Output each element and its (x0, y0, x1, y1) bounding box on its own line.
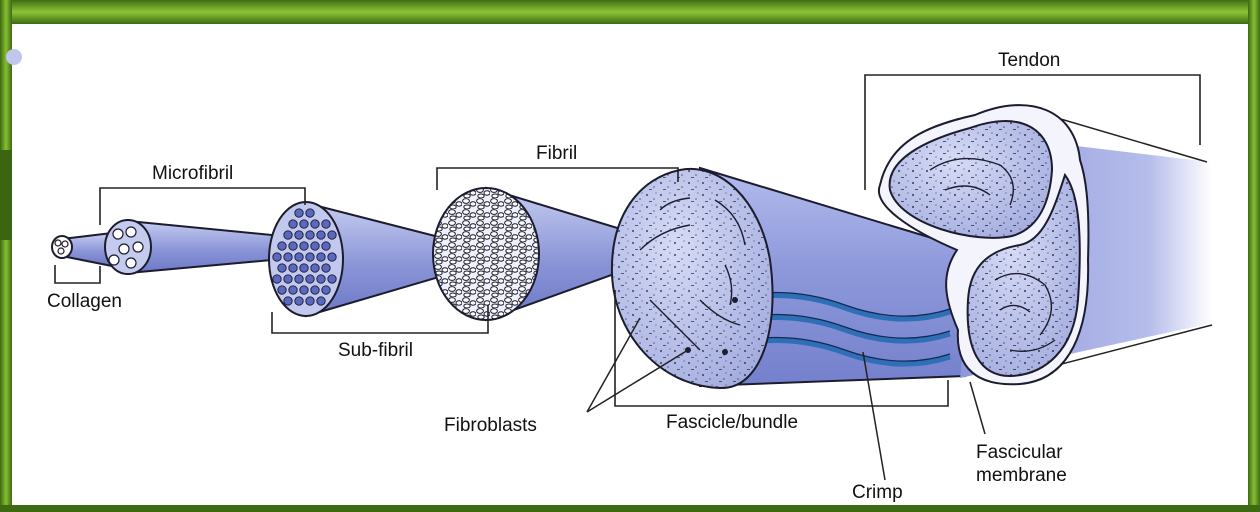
sub-fibril-dot (295, 231, 303, 239)
label-crimp: Crimp (852, 482, 903, 503)
sub-fibril-dot (317, 275, 325, 283)
label-fascicular-line-2: membrane (976, 465, 1067, 486)
sub-fibril-dot (322, 220, 330, 228)
collagen-molecule (52, 233, 112, 266)
label-fibroblasts: Fibroblasts (444, 415, 537, 436)
sub-fibril-dot (284, 297, 292, 305)
sub-fibril-dot (278, 286, 286, 294)
sub-fibril-dot (322, 264, 330, 272)
label-fibril: Fibril (536, 143, 577, 164)
label-fascicular-line-1: Fascicular (976, 442, 1063, 463)
sub-fibril-dot (284, 253, 292, 261)
sub-fibril-dot (300, 242, 308, 250)
sub-fibril-dot (273, 253, 281, 261)
microfibril-structure (105, 220, 272, 274)
sub-fibril-dot (328, 275, 336, 283)
sub-fibril-dot (278, 264, 286, 272)
sub-fibril-dot (300, 264, 308, 272)
sub-fibril-dot (311, 242, 319, 250)
label-tendon: Tendon (998, 50, 1060, 71)
sub-fibril-dot (328, 231, 336, 239)
sub-fibril-dot (311, 286, 319, 294)
label-fascicle-bundle: Fascicle/bundle (666, 412, 798, 433)
sub-fibril-dot (289, 242, 297, 250)
sub-fibril-dot (306, 231, 314, 239)
sub-fibril-dot (289, 220, 297, 228)
sub-fibril-dot (306, 253, 314, 261)
bullet-dot (6, 49, 22, 65)
label-microfibril: Microfibril (152, 163, 233, 184)
sub-fibril-dot (295, 253, 303, 261)
sub-fibril-dot (295, 209, 303, 217)
sub-fibril-dot (278, 242, 286, 250)
sub-fibril-dot (311, 264, 319, 272)
sub-fibril-dot (289, 264, 297, 272)
label-sub-fibril: Sub-fibril (338, 340, 413, 361)
sub-fibril-dot (273, 275, 281, 283)
sub-fibril-dot (300, 220, 308, 228)
sub-fibril-dot (322, 286, 330, 294)
label-collagen: Collagen (47, 291, 122, 312)
sub-fibril-dot (306, 275, 314, 283)
sub-fibril-dot (317, 231, 325, 239)
sub-fibril-dot (317, 297, 325, 305)
sub-fibril-dot (306, 209, 314, 217)
sub-fibril-dot (328, 253, 336, 261)
sub-fibril-dot (306, 297, 314, 305)
sub-fibril-dot (284, 275, 292, 283)
sub-fibril-dot (311, 220, 319, 228)
sub-fibril-dot (289, 286, 297, 294)
sub-fibril-dot (317, 253, 325, 261)
sub-fibril-dot (300, 286, 308, 294)
sub-fibril-dot (295, 297, 303, 305)
sub-fibril-dot (295, 275, 303, 283)
sub-fibril-dot (322, 242, 330, 250)
sub-fibril-dot (284, 231, 292, 239)
